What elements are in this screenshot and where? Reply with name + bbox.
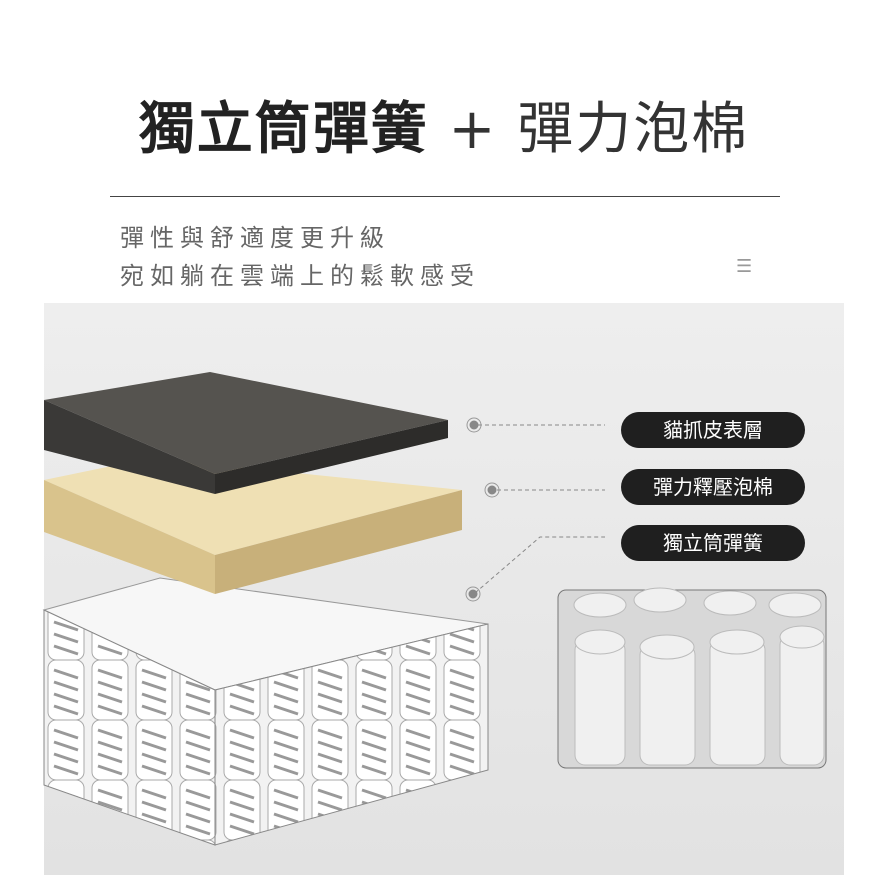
marker-dot-1 — [469, 420, 479, 430]
marker-dot-3 — [468, 589, 478, 599]
foam-layer — [44, 458, 462, 594]
leader-line-3 — [474, 536, 605, 594]
menu-icon[interactable]: ☰ — [736, 256, 753, 277]
marker-dot-2 — [487, 485, 497, 495]
divider — [110, 196, 780, 197]
page-title: 獨立筒彈簧 + 彈力泡棉 — [0, 84, 888, 165]
subtitle-line-2: 宛如躺在雲端上的鬆軟感受 — [120, 262, 480, 290]
label-fabric-layer: 貓抓皮表層 — [621, 412, 805, 448]
title-light: 彈力泡棉 — [517, 97, 750, 162]
spring-layer — [42, 577, 489, 846]
title-bold: 獨立筒彈簧 — [138, 97, 429, 162]
top-fabric-layer — [44, 372, 448, 494]
spring-photo — [557, 587, 827, 769]
label-spring-layer: 獨立筒彈簧 — [621, 525, 805, 561]
subtitle-line-1: 彈性與舒適度更升級 — [120, 224, 390, 252]
label-foam-layer: 彈力釋壓泡棉 — [621, 469, 805, 505]
title-plus: + — [448, 97, 498, 162]
